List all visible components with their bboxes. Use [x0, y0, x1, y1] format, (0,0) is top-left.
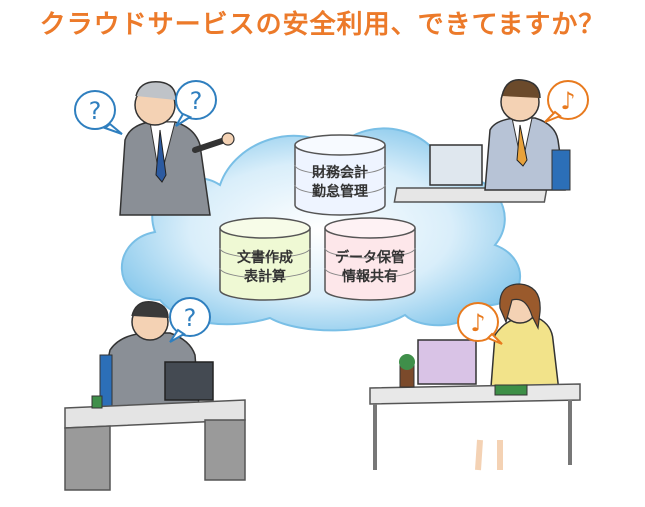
database-label-1-line2: 勤怠管理 [312, 184, 368, 200]
music-note-1: ♪ [560, 87, 575, 115]
confused-man-figure [119, 81, 235, 216]
database-label-2-line1: 文書作成 [237, 250, 293, 266]
music-note-2: ♪ [470, 309, 485, 337]
question-mark-2: ? [190, 87, 203, 115]
question-bubble-2 [175, 80, 217, 127]
database-label-1: 財務会計 勤怠管理 [285, 164, 395, 202]
question-bubble-3 [169, 297, 211, 343]
database-cylinder-3 [324, 217, 416, 301]
database-label-3-line1: データ保管 [335, 250, 405, 266]
music-bubble-1 [544, 80, 589, 123]
database-label-2: 文書作成 表計算 [210, 249, 320, 287]
page-title: クラウドサービスの安全利用、できてますか？ [39, 10, 606, 40]
happy-woman-figure [369, 283, 581, 471]
question-mark-1: ? [89, 97, 102, 125]
question-mark-3: ? [184, 304, 197, 332]
database-label-3: データ保管 情報共有 [315, 249, 425, 287]
question-bubble-1 [74, 90, 123, 135]
music-bubble-2 [457, 302, 503, 345]
database-label-3-line2: 情報共有 [342, 269, 398, 285]
database-cylinder-2 [219, 217, 311, 301]
frustrated-man-figure [64, 301, 246, 491]
database-label-2-line2: 表計算 [244, 269, 286, 285]
database-cylinder-1 [294, 134, 386, 216]
database-label-1-line1: 財務会計 [312, 165, 368, 181]
happy-man-figure [393, 79, 571, 203]
